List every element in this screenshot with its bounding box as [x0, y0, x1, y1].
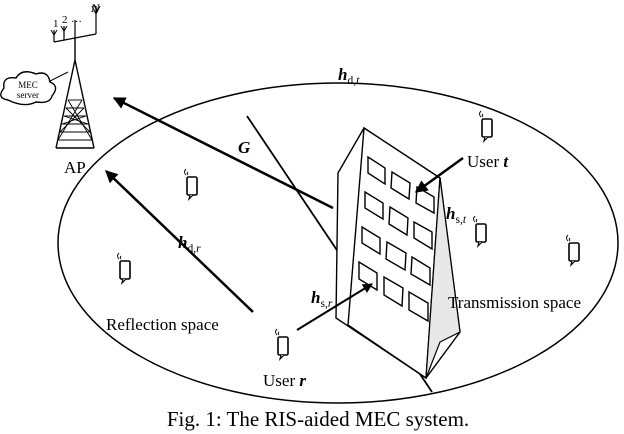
user-t-phone-icon [478, 110, 493, 142]
phone-icon [472, 215, 487, 247]
channel-h-dr-label: hd,r [178, 233, 201, 255]
channel-h-st-label: hs,t [446, 204, 467, 226]
antenna-label-1: 1 [53, 18, 59, 30]
coverage-ellipse [57, 82, 619, 404]
user-r-label: User r [263, 371, 306, 390]
ap-label: AP [64, 158, 86, 177]
antenna-label-n: N [90, 1, 101, 15]
figure-caption: Fig. 1: The RIS-aided MEC system. [167, 407, 469, 431]
arrow-h-dr [105, 170, 254, 313]
arrow-h-st [414, 156, 464, 194]
mec-label-line1: MEC [18, 80, 38, 90]
reflection-space-label: Reflection space [106, 315, 219, 334]
user-r-phone-icon [274, 328, 289, 360]
phone-icon [116, 252, 131, 284]
ris-panel [335, 126, 461, 380]
ap-tower [39, 5, 101, 149]
antenna-label-dots: … [71, 13, 82, 25]
arrow-G [112, 96, 334, 210]
mec-server-cloud-icon [0, 71, 57, 106]
phone-icon [183, 168, 198, 200]
mec-label-line2: server [17, 90, 39, 100]
channel-G-label: G [238, 138, 251, 157]
channel-h-dt-label: hd,t [338, 65, 360, 87]
arrow-h-sr [296, 283, 373, 331]
user-t-label: User t [467, 152, 509, 171]
transmission-space-label: Transmission space [448, 293, 581, 312]
phone-icon [565, 234, 580, 266]
channel-h-sr-label: hs,r [311, 288, 333, 310]
antenna-label-2: 2 [62, 14, 68, 26]
